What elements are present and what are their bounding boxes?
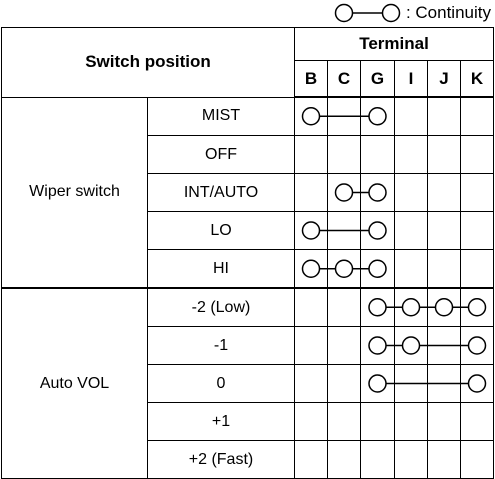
terminal-cell-b [294, 364, 328, 403]
terminal-cell-b [294, 287, 328, 327]
terminal-cell-c [327, 249, 361, 289]
terminal-cell-k [460, 211, 494, 250]
position-cell: LO [147, 211, 295, 250]
terminal-cell-g [360, 326, 395, 365]
terminal-cell-c [327, 326, 361, 365]
terminal-header: Terminal [294, 27, 494, 61]
continuity-legend: : Continuity [334, 0, 491, 26]
terminal-cell-i [394, 326, 428, 365]
group-name-cell: Wiper switch [1, 96, 148, 289]
terminal-cell-g [360, 135, 395, 174]
position-cell: +1 [147, 402, 295, 441]
terminal-cell-k [460, 173, 494, 212]
terminal-cell-j [427, 440, 461, 479]
terminal-cell-j [427, 135, 461, 174]
terminal-cell-i [394, 135, 428, 174]
terminal-cell-i [394, 364, 428, 403]
terminal-cell-c [327, 440, 361, 479]
terminal-cell-k [460, 249, 494, 289]
terminal-cell-c [327, 364, 361, 403]
terminal-cell-i [394, 249, 428, 289]
table-row: LO [2, 211, 494, 250]
terminal-cell-j [427, 364, 461, 403]
terminal-cell-g [360, 440, 395, 479]
terminal-cell-g [360, 402, 395, 441]
terminal-cell-j [427, 211, 461, 250]
terminal-cell-j [427, 287, 461, 327]
table-row: OFF [2, 135, 494, 174]
position-cell: -2 (Low) [147, 287, 295, 327]
terminal-cell-k [460, 364, 494, 403]
terminal-col-j: J [427, 60, 461, 98]
position-cell: MIST [147, 96, 295, 136]
terminal-cell-i [394, 96, 428, 136]
group-name-cell: Auto VOL [1, 287, 148, 479]
terminal-cell-k [460, 287, 494, 327]
terminal-cell-b [294, 173, 328, 212]
position-cell: -1 [147, 326, 295, 365]
terminal-cell-c [327, 287, 361, 327]
table-row: Auto VOL-2 (Low) [1, 287, 494, 479]
terminal-cell-i [394, 440, 428, 479]
terminal-cell-k [460, 135, 494, 174]
terminal-cell-g [360, 211, 395, 250]
terminal-cell-b [294, 326, 328, 365]
terminal-cell-g [360, 249, 395, 289]
terminal-cell-b [294, 211, 328, 250]
terminal-cell-j [427, 326, 461, 365]
terminal-cell-i [394, 402, 428, 441]
terminal-cell-i [394, 211, 428, 250]
terminal-cell-g [360, 96, 395, 136]
terminal-cell-b [294, 135, 328, 174]
position-cell: +2 (Fast) [147, 440, 295, 479]
terminal-cell-c [327, 96, 361, 136]
terminal-cell-k [460, 326, 494, 365]
terminal-cell-c [327, 135, 361, 174]
terminal-cell-j [427, 249, 461, 289]
terminal-cell-b [294, 402, 328, 441]
terminal-cell-j [427, 402, 461, 441]
position-cell: 0 [147, 364, 295, 403]
terminal-cell-c [327, 173, 361, 212]
terminal-cell-k [460, 440, 494, 479]
terminal-cell-c [327, 211, 361, 250]
terminal-cell-c [327, 402, 361, 441]
terminal-cell-k [460, 402, 494, 441]
switch-position-header: Switch position [1, 27, 295, 98]
position-cell: HI [147, 249, 295, 289]
terminal-col-b: B [294, 60, 328, 98]
terminal-col-k: K [460, 60, 494, 98]
terminal-cell-b [294, 249, 328, 289]
terminal-cell-g [360, 173, 395, 212]
terminal-cell-j [427, 173, 461, 212]
terminal-col-c: C [327, 60, 361, 98]
terminal-cell-k [460, 96, 494, 136]
terminal-cell-b [294, 96, 328, 136]
terminal-cell-b [294, 440, 328, 479]
position-cell: INT/AUTO [147, 173, 295, 212]
continuity-symbol-icon [334, 3, 401, 23]
terminal-cell-i [394, 173, 428, 212]
terminal-cell-g [360, 287, 395, 327]
terminal-cell-i [394, 287, 428, 327]
terminal-col-i: I [394, 60, 428, 98]
terminal-cell-g [360, 364, 395, 403]
terminal-col-g: G [360, 60, 395, 98]
position-cell: OFF [147, 135, 295, 174]
legend-label: : Continuity [405, 3, 491, 22]
terminal-cell-j [427, 96, 461, 136]
